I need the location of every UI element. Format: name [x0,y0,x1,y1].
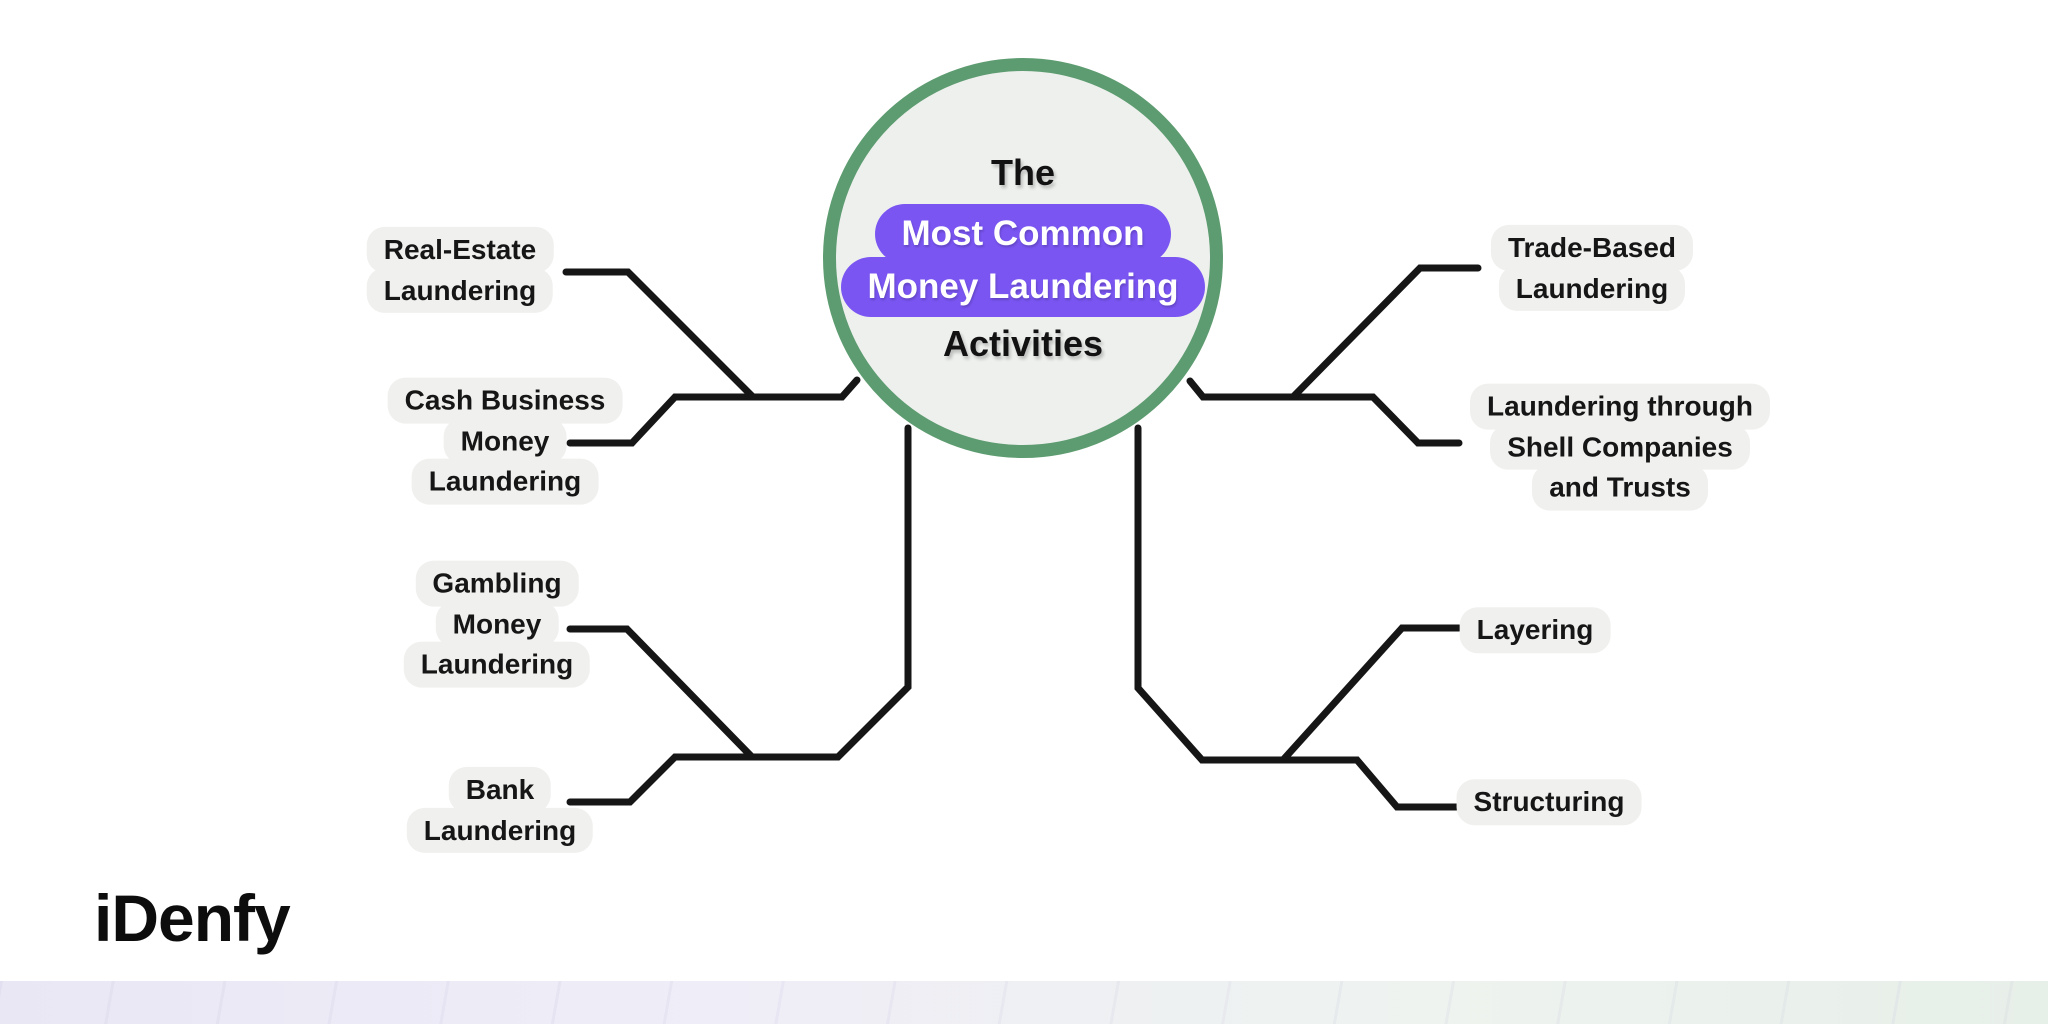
node-label-line: Laundering through [1470,383,1770,430]
node-label-line: Structuring [1456,779,1642,825]
idenfy-logo: iDenfy [94,881,291,955]
node-label-line: Laundering [1498,265,1686,312]
node-label-line: Money [443,418,567,464]
connector-gambling [566,625,756,761]
node-label-line: Money [435,601,559,647]
bottom-gradient-band [0,981,2048,1024]
node-layering: Layering [1459,607,1611,653]
node-label-line: Cash Business [387,377,623,424]
node-label-line: Laundering [366,267,554,314]
center-title-bottom: Activities [942,322,1104,364]
node-label-line: Gambling [415,560,579,607]
center-highlight-line: Money Laundering [841,256,1205,317]
node-label-line: Laundering [411,458,599,505]
connector-trunk-right-top-and-shell-companies [1186,377,1463,447]
connector-trunk-left-bottom-and-bank [566,424,912,806]
node-label-line: Real-Estate [366,226,554,273]
node-label-line: Layering [1459,607,1611,653]
connector-trunk-left-top-and-cash-business [566,376,861,447]
connector-real-estate [562,268,757,401]
node-label-line: Bank [448,766,552,813]
center-highlight-line: Most Common [875,203,1171,264]
node-label-line: Shell Companies [1490,424,1750,470]
connector-trade-based [1289,264,1482,401]
node-label-line: Laundering [403,641,591,688]
node-label-line: and Trusts [1532,464,1708,511]
center-title-top: The [990,152,1055,194]
node-structuring: Structuring [1456,779,1642,825]
connector-trunk-right-bottom-and-structuring [1134,424,1463,811]
node-label-line: Laundering [406,807,594,854]
node-label-line: Trade-Based [1490,224,1694,271]
connector-layering [1279,624,1463,764]
